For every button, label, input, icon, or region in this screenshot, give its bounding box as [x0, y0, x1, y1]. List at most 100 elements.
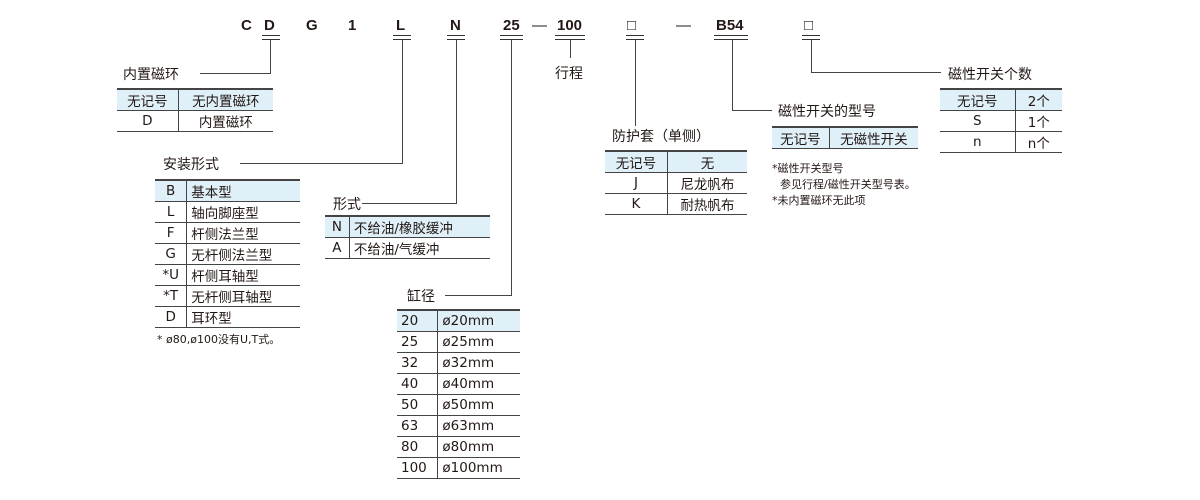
option-description: ø25mm	[437, 331, 520, 353]
switch-count-title: 磁性开关个数	[948, 67, 1032, 83]
switch-model-note: 参见行程/磁性开关型号表。	[780, 178, 916, 191]
code-1: 1	[348, 17, 357, 34]
option-description: ø40mm	[437, 373, 520, 395]
leader-line	[456, 40, 457, 204]
option-description: 尼龙帆布	[667, 172, 747, 194]
leader-line	[270, 40, 271, 74]
option-code: A	[325, 237, 350, 259]
switch-model-note: *磁性开关型号	[772, 162, 844, 175]
option-description: 基本型	[186, 179, 300, 202]
option-description: 无杆侧法兰型	[186, 243, 300, 265]
underline	[802, 35, 820, 40]
leader-line	[200, 73, 271, 74]
option-code: 无记号	[605, 150, 668, 173]
underline	[714, 35, 748, 40]
switch-model-table: 无记号无磁性开关	[772, 126, 918, 149]
underline	[262, 35, 280, 40]
code-switch-model: B54	[716, 17, 744, 34]
option-code: B	[155, 179, 188, 202]
leader-line	[635, 40, 636, 126]
stroke-title: 行程	[555, 66, 583, 82]
code-magnet: D	[264, 17, 275, 34]
leader-line	[445, 295, 512, 296]
option-description: 2个	[1015, 88, 1062, 111]
underline	[500, 35, 523, 40]
switch-model-title: 磁性开关的型号	[778, 104, 876, 120]
option-code: *T	[155, 285, 188, 307]
option-code: *U	[155, 264, 188, 286]
option-code: 63	[397, 415, 439, 437]
leader-line	[732, 110, 772, 111]
option-code: 20	[397, 309, 439, 332]
option-description: 无杆侧耳轴型	[186, 285, 300, 307]
mounting-note: * ø80,ø100没有U,T式。	[157, 333, 281, 346]
leader-line	[570, 40, 571, 58]
option-description: 不给油/气缓冲	[349, 237, 490, 259]
code-boot: □	[627, 17, 637, 34]
option-description: 无磁性开关	[829, 126, 918, 149]
option-code: D	[117, 110, 179, 132]
leader-line	[811, 40, 812, 73]
leader-line	[811, 72, 941, 73]
option-code: 32	[397, 352, 439, 374]
option-description: 杆侧法兰型	[186, 222, 300, 244]
option-code: 25	[397, 331, 439, 353]
option-code: 无记号	[117, 88, 179, 111]
option-code: N	[325, 215, 350, 238]
option-code: 100	[397, 457, 439, 479]
underline	[626, 35, 644, 40]
option-description: 轴向脚座型	[186, 201, 300, 223]
option-description: 不给油/橡胶缓冲	[349, 215, 490, 238]
underline	[447, 35, 465, 40]
switch-model-note: *未内置磁环无此项	[772, 194, 866, 207]
option-code: G	[155, 243, 188, 265]
leader-line	[362, 203, 457, 204]
option-description: 无	[667, 150, 747, 173]
option-description: 内置磁环	[178, 110, 273, 132]
code-switch-count: □	[804, 17, 814, 34]
option-code: D	[155, 306, 188, 328]
code-g: G	[306, 17, 318, 34]
option-description: ø63mm	[437, 415, 520, 437]
table-row: 无记号无内置磁环	[117, 88, 273, 111]
code-mounting: L	[396, 17, 406, 34]
mounting-title: 安装形式	[163, 157, 219, 173]
underline	[393, 35, 411, 40]
option-description: 耐热帆布	[667, 193, 747, 215]
type-title: 形式	[333, 197, 361, 213]
option-code: 无记号	[772, 126, 830, 149]
option-description: 杆侧耳轴型	[186, 264, 300, 286]
option-code: J	[605, 172, 668, 194]
option-code: F	[155, 222, 188, 244]
option-code: n	[940, 131, 1016, 153]
boot-title: 防护套（单侧）	[612, 129, 710, 145]
bore-title: 缸径	[407, 289, 435, 305]
option-description: ø100mm	[437, 457, 520, 479]
code-dash-2: —	[676, 17, 691, 34]
option-description: ø80mm	[437, 436, 520, 458]
code-bore: 25	[503, 17, 520, 34]
option-code: K	[605, 193, 668, 215]
option-description: 耳环型	[186, 306, 300, 328]
option-code: L	[155, 201, 188, 223]
